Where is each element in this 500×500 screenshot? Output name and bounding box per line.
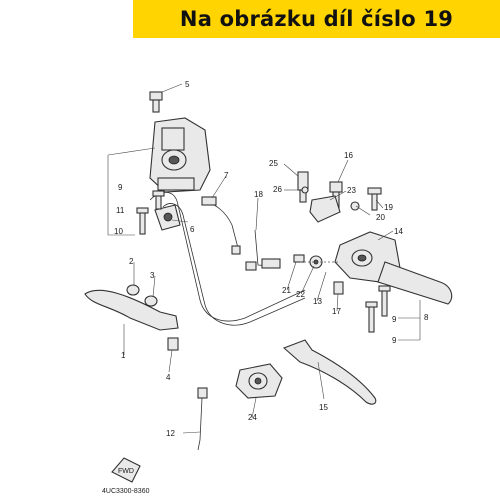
callout-15: 14 [394,227,403,236]
callout-9b: 9 [392,336,397,345]
holder-bolts [293,254,391,333]
callout-23: 22 [296,290,305,299]
cap-screw [149,91,163,113]
brake-lever [84,289,179,331]
callout-4: 4 [166,373,171,382]
callout-21: 20 [376,213,385,222]
callout-17: 16 [344,151,353,160]
callout-16: 15 [319,403,328,412]
callout-20: 19 [384,203,393,212]
brake-hose [201,196,241,255]
callout-3: 3 [150,271,155,280]
diagram-code: 4UC3300-8360 [102,488,150,495]
callout-26: 25 [269,159,278,168]
fwd-arrow-icon: FWD [111,457,141,483]
fwd-label: FWD [118,468,134,475]
callout-2: 2 [129,257,134,266]
clutch-lever [282,339,377,405]
callout-18: 17 [332,307,341,316]
callout-11: 10 [114,227,123,236]
callout-8: 8 [424,313,429,322]
throttle-grip [377,261,453,305]
callout-12: 11 [116,206,125,215]
callout-14: 13 [313,297,322,306]
callout-25: 24 [248,413,257,422]
switch-25 [235,363,283,399]
callout-9a: 9 [392,315,397,324]
callout-24: 23 [347,186,356,195]
callout-19: 18 [254,190,263,199]
master-cylinder [149,117,211,193]
callout-13: 12 [166,429,175,438]
adjuster-parts [297,171,382,223]
callout-6: 6 [190,225,195,234]
callout-27: 26 [273,185,282,194]
master-cylinder-clamp [154,204,181,231]
banner-title: Na obrázku díl číslo 19 [179,7,454,31]
callout-5: 5 [185,80,190,89]
callout-7: 7 [224,171,229,180]
callout-22: 21 [282,286,291,295]
part-number-banner: Na obrázku díl číslo 19 [133,0,500,38]
callout-1: 1 [121,351,126,360]
lever-pivot-parts [126,284,179,351]
clamp-bolts [136,190,165,235]
callout-10: 9 [118,183,123,192]
clutch-switch-19 [245,229,281,271]
cable-tie [197,387,208,451]
